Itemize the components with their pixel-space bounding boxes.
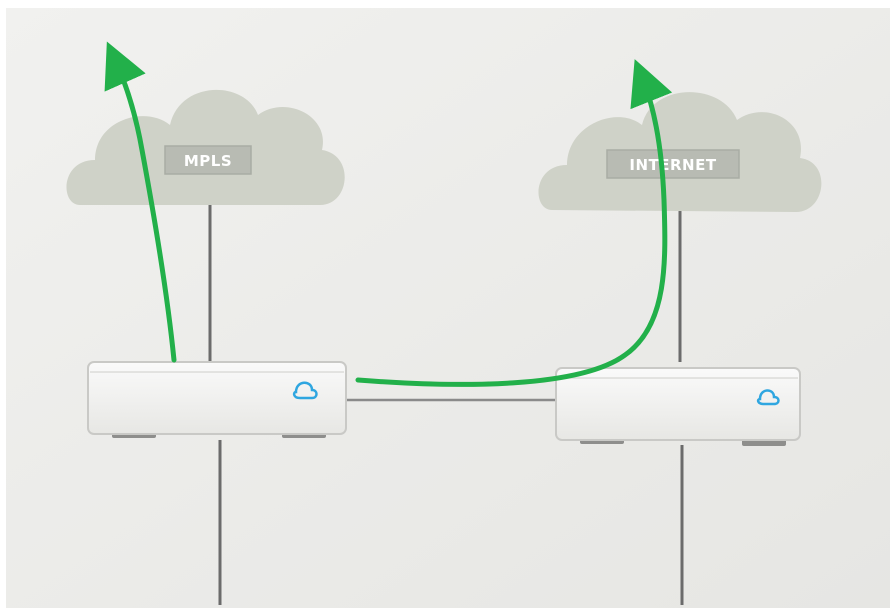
cloud-label-mpls: MPLS (184, 152, 232, 170)
router-right (556, 368, 800, 446)
router-left (88, 362, 346, 438)
cloud-label-internet: INTERNET (629, 156, 716, 174)
background (6, 8, 890, 608)
